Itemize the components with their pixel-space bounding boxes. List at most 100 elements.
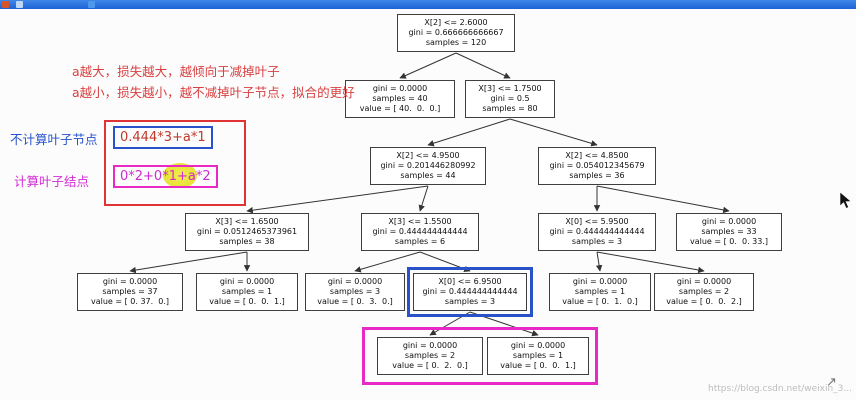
tree-edge: [419, 251, 471, 272]
tree-edge: [429, 311, 471, 336]
tree-node-line: gini = 0.0000: [327, 277, 383, 286]
tree-edge: [246, 185, 429, 214]
leaf-formula: 0*2+0*1+a*2: [120, 169, 211, 184]
tree-edge: [596, 185, 730, 214]
tree-node-line: X[0] <= 5.9500: [565, 217, 629, 226]
tree-node-line: gini = 0.201446280992: [380, 161, 476, 170]
tree-node-line: X[3] <= 1.6500: [215, 217, 279, 226]
tree-node-line: gini = 0.0000: [372, 84, 428, 93]
tree-node-line: value = [ 0. 1. 0.]: [562, 297, 638, 306]
tree-node-line: gini = 0.444444444444: [549, 227, 645, 236]
tree-node-line: value = [ 0. 0. 1.]: [209, 297, 285, 306]
tree-node-line: samples = 1: [574, 287, 626, 296]
tree-edge: [399, 52, 457, 79]
tree-node-line: samples = 2: [678, 287, 730, 296]
tree-node-line: samples = 3: [444, 297, 496, 306]
pruned-leaves-box: [362, 327, 598, 385]
tree-node-line: value = [ 40. 0. 0.]: [359, 104, 441, 113]
tree-node-line: X[0] <= 6.9500: [438, 277, 502, 286]
tree-edge: [354, 251, 421, 273]
tree-node-line: gini = 0.0000: [676, 277, 732, 286]
tree-node-line: samples = 38: [219, 237, 275, 246]
tree-node-line: X[3] <= 1.7500: [478, 84, 542, 93]
tree-node-line: gini = 0.444444444444: [372, 227, 468, 236]
tree-node-line: X[2] <= 2.6000: [424, 18, 488, 27]
formula-group-box: [104, 120, 246, 206]
tree-node-line: X[2] <= 4.9500: [396, 151, 460, 160]
ne-arrow-cursor: ↗: [826, 375, 837, 390]
watermark: https://blog.csdn.net/weixin_3...: [707, 384, 852, 394]
tree-node-line: gini = 0.0000: [510, 341, 566, 350]
tree-node-line: gini = 0.444444444444: [422, 287, 518, 296]
tree-node-line: samples = 37: [102, 287, 158, 296]
tree-node-line: gini = 0.0000: [402, 341, 458, 350]
tree-node-line: X[3] <= 1.5500: [388, 217, 452, 226]
tree-node-line: value = [ 0. 2. 0.]: [392, 361, 468, 370]
tree-node-line: gini = 0.054012345679: [549, 161, 645, 170]
tree-node-line: samples = 3: [571, 237, 623, 246]
tree-edge: [129, 251, 248, 274]
tree-node-line: samples = 120: [425, 38, 487, 47]
mouse-cursor: [840, 192, 852, 209]
tree-edge: [509, 118, 598, 147]
tree-node-line: value = [ 0. 37. 0.]: [90, 297, 170, 306]
tree-node-line: gini = 0.5: [490, 94, 530, 103]
no-leaf-formula: 0.444*3+a*1: [120, 130, 206, 145]
no-leaf-label: 不计算叶子节点: [10, 132, 98, 147]
tree-edge: [596, 251, 705, 274]
tree-node-line: samples = 40: [372, 94, 428, 103]
tree-node-line: samples = 1: [512, 351, 564, 360]
highlight-blob: [163, 163, 197, 188]
leaf-label: 计算叶子结点: [14, 174, 90, 189]
tree-node-line: gini = 0.666666666667: [408, 28, 504, 37]
tree-node-line: value = [ 0. 0. 33.]: [689, 237, 769, 246]
tree-edge: [595, 251, 603, 272]
tree-node-line: samples = 44: [400, 171, 456, 180]
annotation-line-1: a越大，损失越大，越倾向于减掉叶子: [72, 64, 280, 79]
tree-node-line: gini = 0.0512465373961: [196, 227, 298, 236]
tree-node-line: value = [ 0. 0. 2.]: [666, 297, 742, 306]
tree-node-line: samples = 1: [221, 287, 273, 296]
tree-node-line: value = [ 0. 0. 1.]: [500, 361, 576, 370]
tree-node-line: gini = 0.0000: [102, 277, 158, 286]
tree-node-line: X[2] <= 4.8500: [565, 151, 629, 160]
tree-node-line: samples = 6: [394, 237, 446, 246]
toolbar-segment[interactable]: [88, 1, 95, 8]
tree-edge: [469, 311, 539, 337]
tree-node-line: samples = 36: [569, 171, 625, 180]
tree-edge: [427, 118, 511, 147]
tree-node-line: samples = 33: [701, 227, 757, 236]
tree-node-line: samples = 80: [482, 104, 538, 113]
tree-node-line: gini = 0.0000: [219, 277, 275, 286]
toolbar-icon-light[interactable]: [16, 1, 23, 8]
toolbar-icon-red[interactable]: [2, 1, 9, 8]
tree-edge: [455, 52, 511, 79]
tree-node-line: gini = 0.0000: [572, 277, 628, 286]
tree-node-line: gini = 0.0000: [701, 217, 757, 226]
annotation-line-2: a越小，损失越小，越不减掉叶子节点，拟合的更好: [72, 85, 355, 100]
tree-edge: [418, 185, 429, 212]
top-bar: [0, 0, 856, 9]
tree-node-line: samples = 2: [404, 351, 456, 360]
tree-node-line: samples = 3: [329, 287, 381, 296]
leaf-formula-box: 0*2+0*1+a*2: [113, 165, 218, 188]
